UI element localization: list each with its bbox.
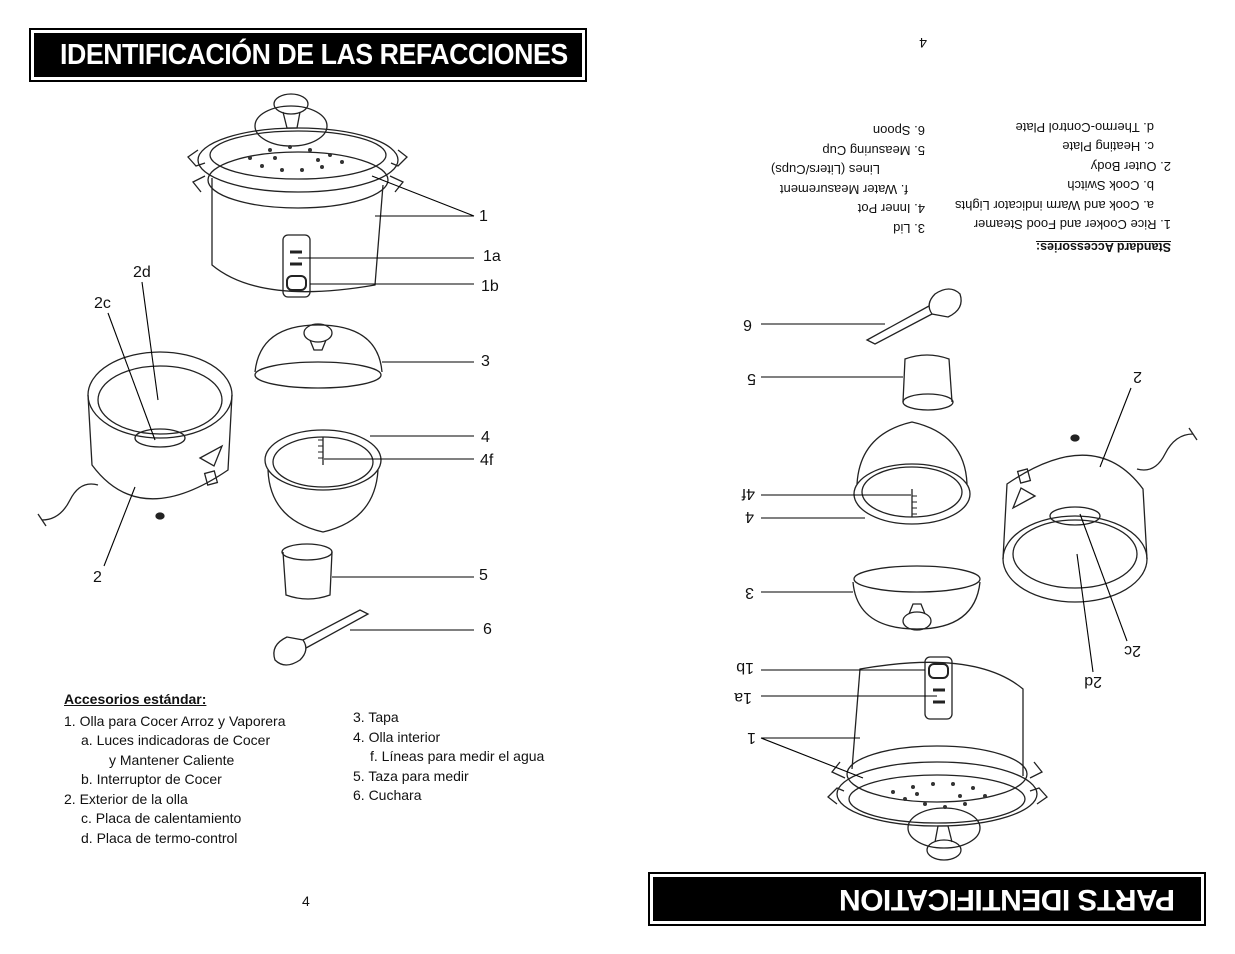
label-1b: 1b [481,278,499,295]
list-item: a. Cook and Warm indicator Lights [955,198,1154,213]
list-item: 3. Tapa [353,709,399,725]
label-5: 5 [747,370,756,387]
label-1b: 1b [736,659,754,676]
label-3: 3 [745,584,754,601]
list-item: 4. Inner Pot [857,201,925,217]
list-item: 6. Cuchara [353,787,422,803]
label-2c: 2c [94,295,111,312]
list-item: d. Placa de termo-control [81,829,238,846]
list-item: 1. Olla para Cocer Arroz y Vaporera [64,712,286,729]
outer-body-illustration [37,351,233,527]
outer-body-illustration [1002,427,1198,603]
list-item: f. Líneas para medir el agua [370,748,545,764]
english-page: PARTS IDENTIFICATION [618,0,1235,954]
label-3: 3 [481,353,490,370]
spanish-accessories-col2: 3. Tapa 4. Olla interior f. Líneas para … [353,708,544,806]
label-4f: 4f [480,452,494,469]
label-1: 1 [747,729,756,746]
measuring-cup-illustration [281,543,333,600]
spanish-page-title: IDENTIFICACIÓN DE LAS REFACCIONES [34,33,582,77]
list-item: Lines (Liters/Cups) [770,162,880,178]
inner-pot-illustration [264,429,382,533]
list-item: d. Thermo-Control Plate [1015,120,1155,135]
label-2: 2 [93,569,102,586]
list-item: 2. Outer Body [1090,159,1171,174]
list-item: a. Luces indicadoras de Cocer [81,732,271,748]
list-item: 3. Lid [893,221,925,236]
label-1a: 1a [483,248,501,265]
label-2: 2 [1133,368,1142,385]
list-item: 5. Taza para medir [353,767,469,784]
spanish-page: IDENTIFICACIÓN DE LAS REFACCIONES [0,0,617,954]
rice-cooker-illustration [827,656,1048,861]
list-item: 4. Olla interior [353,728,441,745]
label-5: 5 [479,567,488,584]
list-item: 2. Exterior de la olla [64,790,188,807]
measuring-cup-illustration [902,354,954,411]
english-accessories-col1: Standard Accessories: 1. Rice Cooker and… [955,118,1171,257]
spoon-illustration [865,288,962,345]
inner-pot-illustration [853,421,971,525]
accessories-header: Accesorios estándar: [64,691,207,707]
label-4: 4 [481,429,490,446]
page-number: 4 [302,893,310,909]
label-6: 6 [483,621,492,638]
spanish-parts-diagram: 1 1a 1b 2d 2c 3 4 4f 2 5 6 [37,93,501,666]
accessories-header: Standard Accessories: [1035,240,1171,254]
list-item: c. Placa de calentamiento [81,810,242,826]
list-item: 6. Spoon [872,123,925,139]
label-4: 4 [745,508,754,525]
spanish-accessories-col1: Accesorios estándar: 1. Olla para Cocer … [64,690,286,848]
list-item: 1. Rice Cooker and Food Steamer [973,217,1171,233]
label-6: 6 [743,316,752,333]
list-item: c. Heating Plate [1062,139,1154,155]
lid-illustration [254,323,383,389]
list-item: b. Interruptor de Cocer [81,771,222,787]
english-accessories-col2: 3. Lid 4. Inner Pot f. Water Measurement… [771,121,925,238]
list-item: f. Water Measurement [779,182,908,197]
list-item: y Mantener Caliente [109,751,235,768]
rice-cooker-illustration [187,93,408,298]
list-item: b. Cook Switch [1067,178,1154,194]
lid-illustration [852,565,981,631]
label-1a: 1a [734,689,752,706]
label-2d: 2d [1084,673,1102,690]
label-4f: 4f [741,485,755,502]
label-1: 1 [479,208,488,225]
list-item: 5. Measuring Cup [822,143,925,158]
page-number: 4 [919,35,927,51]
label-2c: 2c [1124,642,1141,659]
spoon-illustration [273,609,370,666]
english-parts-diagram: 1 1a 1b 2d 2c 3 4 4f 2 5 6 [734,288,1198,861]
label-2d: 2d [133,264,151,281]
spanish-title-box: IDENTIFICACIÓN DE LAS REFACCIONES [29,28,587,82]
